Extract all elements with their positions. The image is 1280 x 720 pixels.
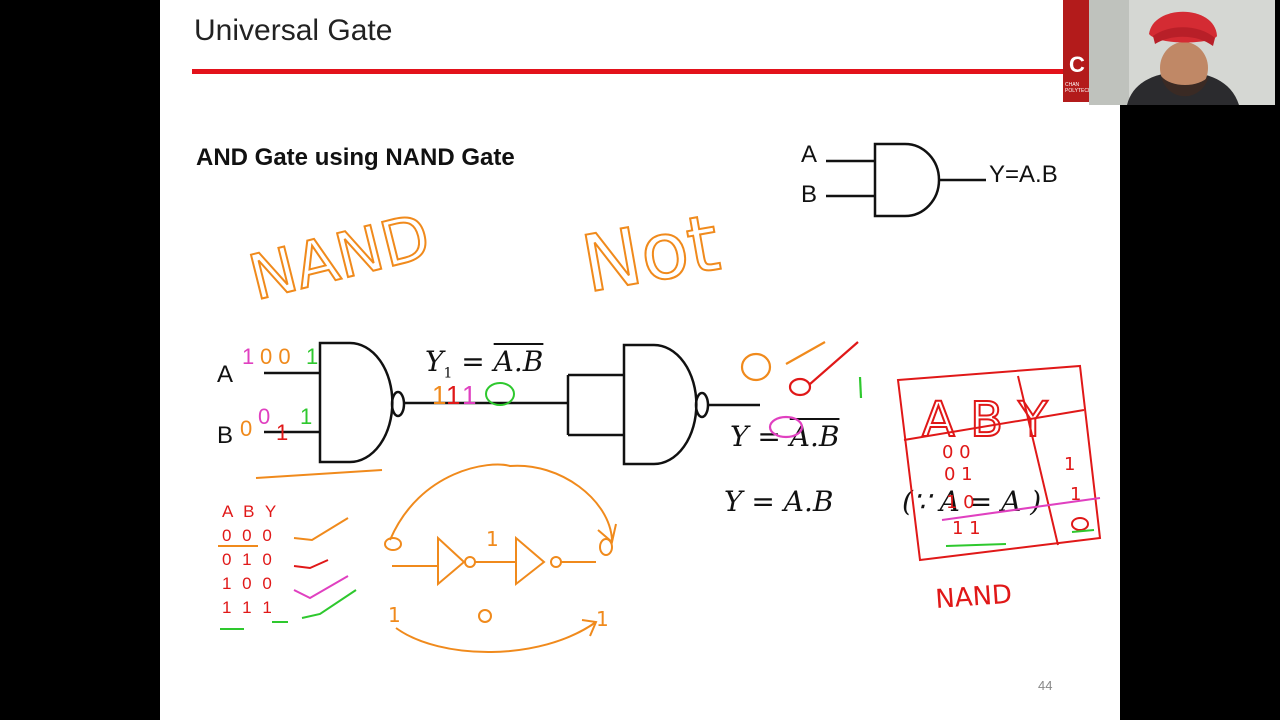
truth-table-row: 1 0 0 bbox=[222, 574, 272, 593]
y1-values: 1 1 1 bbox=[432, 380, 515, 410]
svg-text:0: 0 bbox=[240, 416, 252, 441]
svg-text:A B Y: A B Y bbox=[922, 392, 1048, 448]
slide-subtitle: AND Gate using NAND Gate bbox=[196, 144, 515, 171]
output-values bbox=[740, 341, 863, 439]
svg-text:0 0: 0 0 bbox=[260, 344, 291, 369]
input-a-values: 1 0 0 1 bbox=[242, 344, 318, 369]
svg-text:0: 0 bbox=[258, 404, 270, 429]
svg-text:1 0: 1 0 bbox=[946, 492, 975, 513]
circuit-input-a: A bbox=[217, 361, 234, 388]
slide: Universal Gate AND Gate using NAND Gate … bbox=[160, 0, 1120, 720]
svg-text:1: 1 bbox=[446, 380, 460, 410]
and-gate-symbol bbox=[826, 142, 986, 218]
y1-rhs: A.B bbox=[493, 345, 544, 378]
handwritten-nand-label: NAND bbox=[934, 580, 1013, 615]
svg-text:0 1: 0 1 bbox=[944, 464, 973, 485]
y1-subscript: 1 bbox=[443, 365, 453, 382]
svg-text:1: 1 bbox=[432, 380, 446, 410]
y-final-equation: Y = A.B bbox=[724, 485, 834, 518]
truth-table-row: 0 0 0 bbox=[222, 526, 272, 545]
nand-gate-1 bbox=[264, 341, 568, 464]
y-output-lhs: Y = bbox=[730, 420, 790, 453]
circuit-canvas: NAND Not 1 0 0 1 0 0 1 1 1 1 1 bbox=[218, 142, 1102, 653]
svg-text:1: 1 bbox=[1070, 484, 1081, 505]
input-b-values: 0 0 1 1 bbox=[240, 404, 312, 445]
svg-text:1: 1 bbox=[486, 527, 499, 551]
svg-text:1: 1 bbox=[306, 344, 318, 369]
double-not-diagram: 1 1 1 bbox=[384, 463, 617, 653]
svg-text:1: 1 bbox=[1064, 454, 1075, 475]
truth-table-header: A B Y bbox=[222, 502, 277, 521]
svg-text:1: 1 bbox=[242, 344, 254, 369]
title-underline bbox=[192, 69, 1102, 74]
y1-equation: Y1 = A.B bbox=[425, 345, 544, 382]
and-symbol-output: Y=A.B bbox=[989, 161, 1058, 188]
svg-text:1 1: 1 1 bbox=[952, 518, 981, 539]
circuit-input-b: B bbox=[217, 422, 234, 449]
college-logo: C CHAN POLYTECH bbox=[1063, 0, 1089, 102]
truth-table-marks bbox=[218, 517, 357, 630]
page-number: 44 bbox=[1038, 678, 1053, 693]
webcam-person-icon bbox=[1089, 0, 1275, 105]
svg-text:1: 1 bbox=[388, 603, 401, 627]
truth-table-row: 0 1 0 bbox=[222, 550, 272, 569]
handwritten-nand: NAND bbox=[242, 199, 437, 314]
webcam-video bbox=[1089, 0, 1275, 105]
and-symbol-input-b: B bbox=[801, 181, 818, 208]
truth-table-row: 1 1 1 bbox=[222, 598, 272, 617]
svg-text:1: 1 bbox=[596, 607, 609, 631]
svg-text:1: 1 bbox=[462, 380, 476, 410]
svg-text:1: 1 bbox=[276, 420, 288, 445]
and-symbol-input-a: A bbox=[801, 141, 818, 168]
because-note: (∵ A = A ) bbox=[902, 485, 1042, 518]
y1-lhs: Y bbox=[425, 345, 444, 378]
svg-text:0 0: 0 0 bbox=[942, 442, 971, 463]
logo-small-text: CHAN POLYTECH bbox=[1065, 82, 1089, 94]
slide-title: Universal Gate bbox=[194, 14, 393, 47]
y-output-rhs: A.B bbox=[789, 420, 840, 453]
nand-gate-2 bbox=[566, 343, 760, 466]
y-output-equation: Y = A.B bbox=[730, 420, 839, 453]
handwritten-nand-table: A B Y 0 0 0 1 1 0 1 1 1 1 bbox=[896, 364, 1102, 562]
logo-letter: C bbox=[1069, 52, 1085, 77]
svg-text:1: 1 bbox=[300, 404, 312, 429]
underline-stroke bbox=[255, 469, 383, 479]
handwritten-not: Not bbox=[576, 198, 726, 310]
